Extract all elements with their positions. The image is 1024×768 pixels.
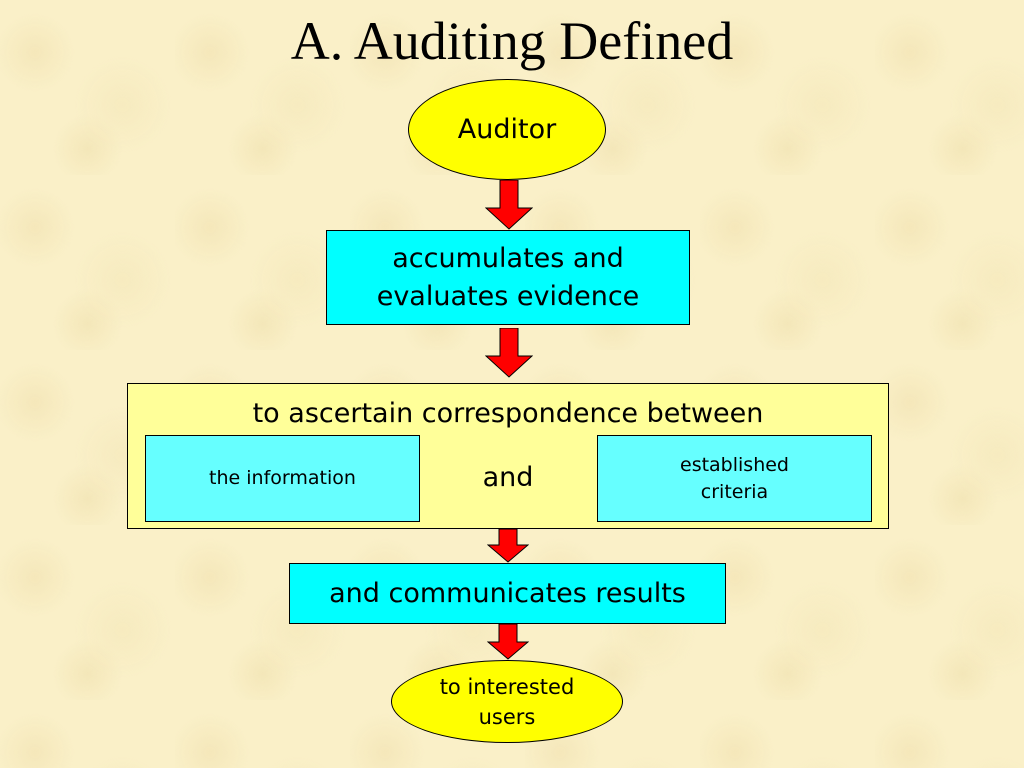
down-arrow-icon	[487, 529, 529, 563]
accumulates-line-2: evaluates evidence	[376, 280, 640, 312]
accumulates-evidence-box: accumulates and evaluates evidence	[326, 230, 690, 325]
users-line-1: to interested	[439, 674, 575, 699]
interested-users-ellipse: to interested users	[391, 660, 623, 743]
auditor-ellipse: Auditor	[408, 79, 606, 180]
down-arrow-icon	[485, 180, 533, 230]
slide-title: A. Auditing Defined	[290, 11, 734, 71]
criteria-box: established criteria	[597, 435, 872, 522]
criteria-line-2: criteria	[700, 480, 769, 503]
correspondence-frame: to ascertain correspondence between the …	[127, 383, 889, 529]
accumulates-line-1: accumulates and	[392, 242, 624, 274]
down-arrow-icon	[485, 328, 533, 378]
information-label: the information	[209, 467, 356, 489]
communicates-results-box: and communicates results	[289, 563, 726, 624]
communicates-label: and communicates results	[329, 578, 686, 609]
down-arrow-icon	[487, 624, 529, 660]
connector-and: and	[482, 462, 534, 493]
information-box: the information	[145, 435, 420, 522]
correspondence-heading: to ascertain correspondence between	[252, 398, 764, 429]
criteria-line-1: established	[680, 453, 789, 476]
auditor-label: Auditor	[457, 114, 557, 145]
users-line-2: users	[478, 704, 536, 729]
